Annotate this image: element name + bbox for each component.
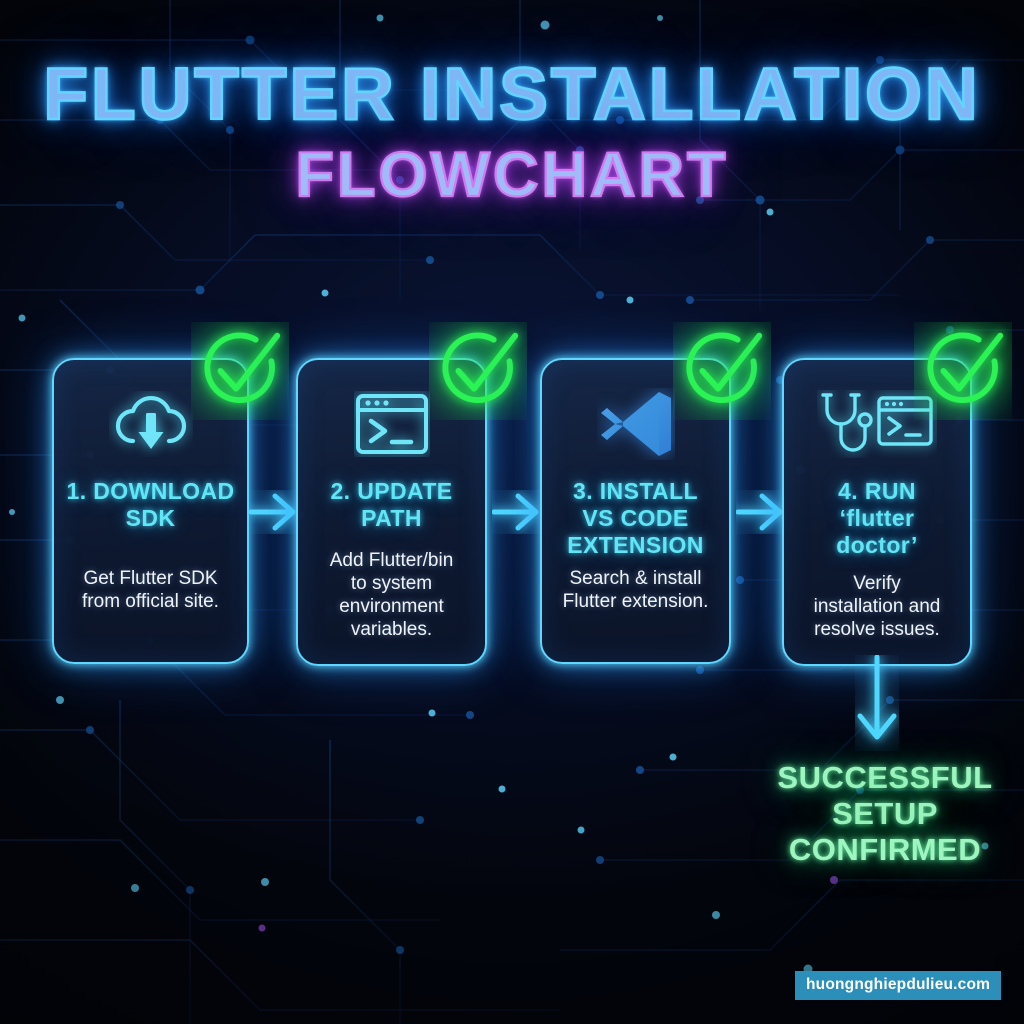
result-label: SUCCESSFUL SETUP CONFIRMED xyxy=(777,760,993,867)
watermark-badge: huongnghiepdulieu.com xyxy=(795,971,1002,1000)
step-title-2: 2. UPDATE PATH xyxy=(330,478,453,531)
arrow-step3-to-step4 xyxy=(736,493,783,531)
arrow-step1-to-step2 xyxy=(249,493,296,531)
step-desc-3: Search & install Flutter extension. xyxy=(562,568,709,613)
title-line-secondary: FLOWCHART xyxy=(294,140,729,211)
step-title-3: 3. INSTALL VS CODE EXTENSION xyxy=(567,478,704,558)
page-title: FLUTTER INSTALLATION FLOWCHART xyxy=(0,54,1024,211)
stethoscope-terminal-icon xyxy=(817,386,937,462)
terminal-window-icon xyxy=(354,386,430,462)
step-desc-2: Add Flutter/bin to system environment va… xyxy=(329,550,454,641)
step-desc-4: Verify installation and resolve issues. xyxy=(813,573,941,641)
step-title-4: 4. RUN ‘flutter doctor’ xyxy=(836,478,918,558)
cloud-download-icon xyxy=(109,386,193,462)
step-title-1: 1. DOWNLOAD SDK xyxy=(66,478,235,531)
arrow-step4-to-result xyxy=(857,655,897,740)
title-line-primary: FLUTTER INSTALLATION xyxy=(42,54,981,135)
step-desc-1: Get Flutter SDK from official site. xyxy=(82,568,219,613)
step-card-1[interactable]: 1. DOWNLOAD SDK Get Flutter SDK from off… xyxy=(52,332,281,664)
arrow-step2-to-step3 xyxy=(492,493,539,531)
step-card-2[interactable]: 2. UPDATE PATH Add Flutter/bin to system… xyxy=(296,332,519,666)
step-card-3[interactable]: 3. INSTALL VS CODE EXTENSION Search & in… xyxy=(540,332,763,664)
vscode-logo-icon xyxy=(597,386,675,462)
step-card-4[interactable]: 4. RUN ‘flutter doctor’ Verify installat… xyxy=(782,332,1004,666)
